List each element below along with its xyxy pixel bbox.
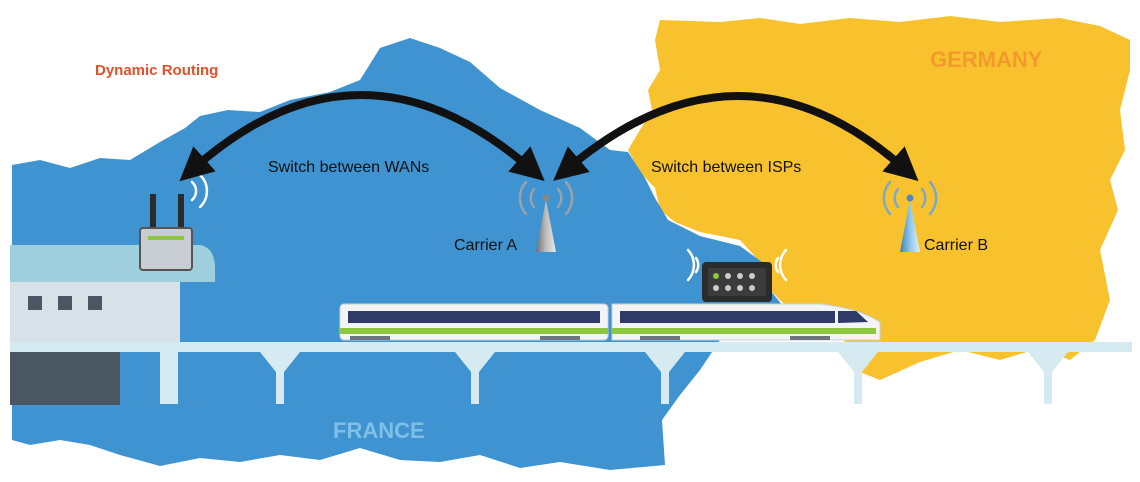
station-window [58, 296, 72, 310]
onboard-router-icon [702, 262, 772, 302]
carrier-a-label: Carrier A [454, 237, 517, 254]
isp-switch-label: Switch between ISPs [651, 159, 801, 176]
wan-switch-label: Switch between WANs [268, 159, 429, 176]
germany-region [628, 16, 1130, 380]
station-window [88, 296, 102, 310]
double-arrow-icon [553, 92, 919, 182]
carrier-b-label: Carrier B [924, 237, 988, 254]
railway-bridge [10, 342, 1132, 404]
signal-waves-icon [686, 248, 788, 282]
country-label-france: FRANCE [333, 418, 425, 443]
antenna-tower-icon [882, 180, 938, 252]
antenna-tower-icon [518, 180, 574, 252]
station-window [28, 296, 42, 310]
country-label-germany: GERMANY [930, 47, 1043, 72]
router-icon [139, 194, 193, 271]
double-arrow-icon [179, 91, 545, 182]
train-station [10, 245, 215, 405]
diagram-title: Dynamic Routing [95, 62, 218, 79]
train-icon [339, 303, 881, 341]
